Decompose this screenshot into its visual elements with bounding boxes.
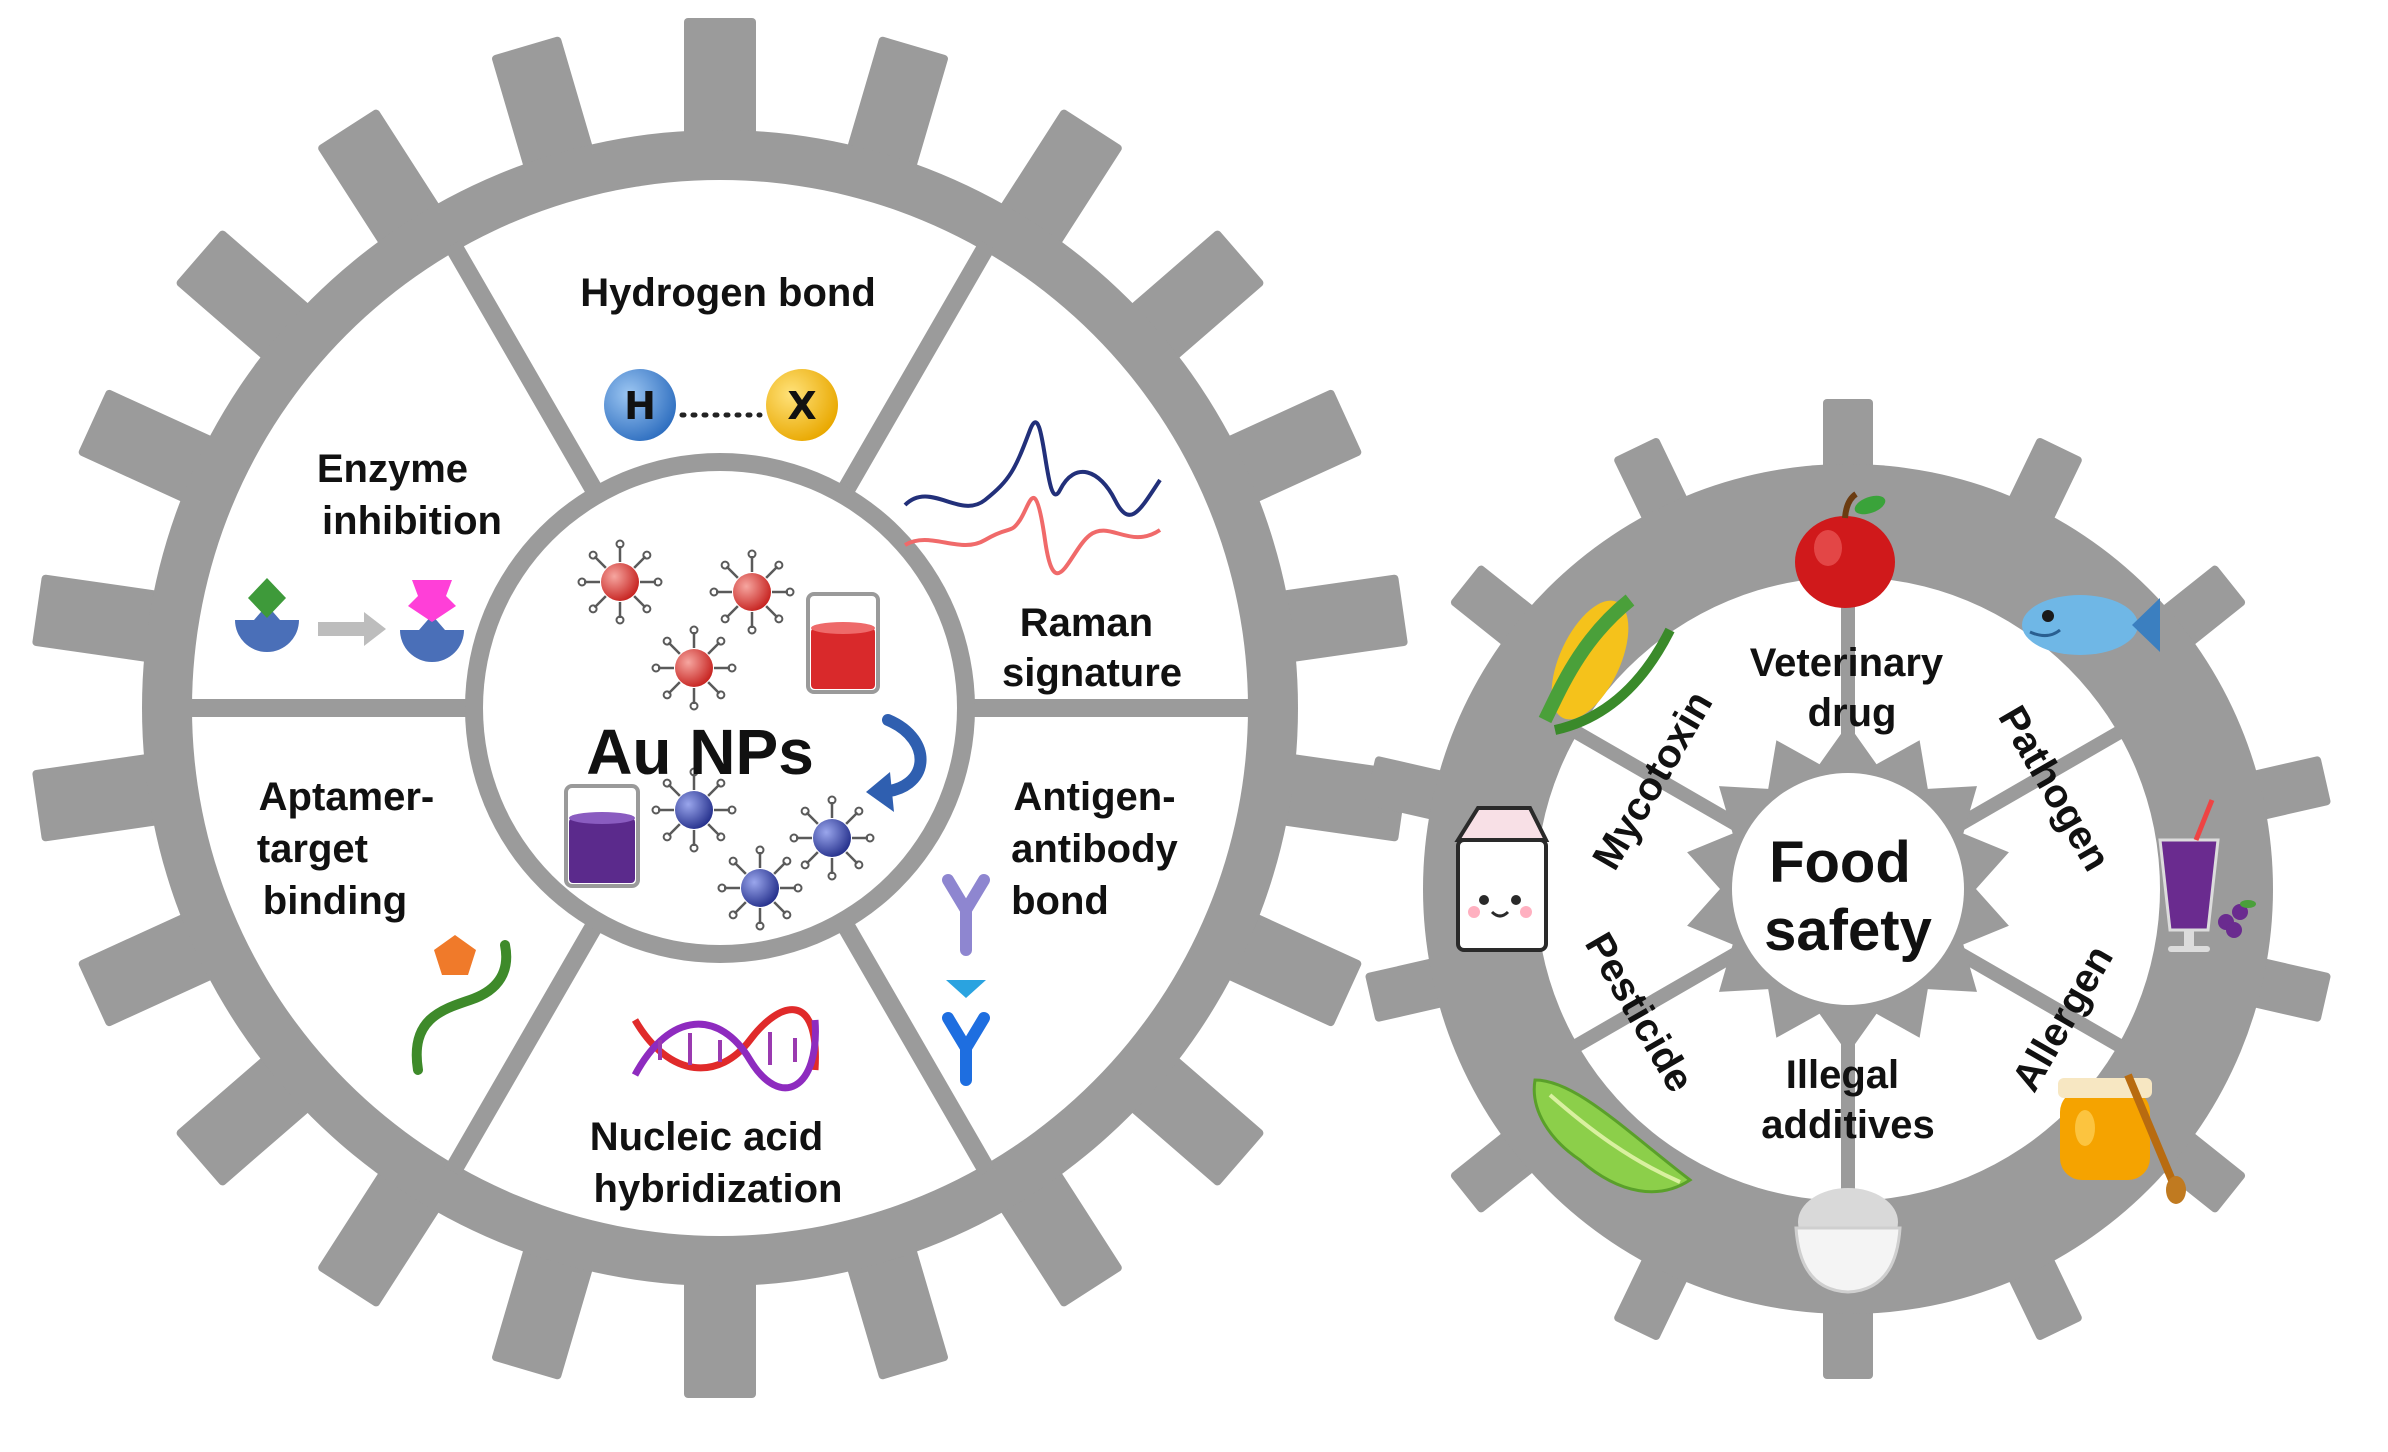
fish-icon [2022,595,2160,655]
segment-divider [832,911,996,1176]
raman-spectrum-icon [903,420,1162,576]
label-aptamer-target-binding: Aptamer- target binding [257,775,445,923]
milk-carton-icon [1454,806,1550,952]
left-gear-dividers [185,240,1255,1176]
label-veterinary-drug: Veterinary drug [1750,641,1955,735]
color-change-arrow-icon [874,714,927,798]
dna-helix-icon [631,1006,819,1092]
left-hub-face [483,471,957,945]
corn-icon [1538,594,1675,735]
apple-icon [1795,491,1895,608]
rice-bowl-icon [1794,1188,1902,1294]
segment-divider [1570,937,1757,1054]
label-nucleic-acid-hybridization: Nucleic acid hybridization [590,1115,843,1211]
atom-h-label: H [624,384,656,428]
nanoparticle-icon [709,549,795,635]
right-hub-face [1732,773,1964,1005]
segment-divider [1570,724,1757,841]
segment-divider [832,240,996,505]
gold-nanoparticles-icon [577,539,875,931]
label-illegal-additives: Illegal additives [1761,1053,1934,1147]
beaker-purple-icon [564,784,640,888]
nanoparticle-icon [789,795,875,881]
food-safety-gear: Food safety Veterinary drug Pathogen All… [1365,399,2331,1379]
honey-jar-icon [2058,1073,2186,1204]
segment-divider [444,240,608,505]
antibody-icon [942,874,990,1086]
nanoparticle-icon [651,767,737,853]
label-enzyme-inhibition: Enzyme inhibition [317,447,502,543]
label-hydrogen-bond: Hydrogen bond [580,271,876,315]
nanoparticle-icon [651,625,737,711]
lettuce-icon [1532,1078,1693,1194]
segment-divider [1939,937,2126,1054]
label-antigen-antibody-bond: Antigen- antibody bond [1011,775,1189,923]
nanoparticle-icon [717,845,803,931]
grape-juice-icon [2158,799,2256,952]
arrow-head [866,772,894,812]
aptamer-icon [411,935,512,1075]
atom-x-label: X [787,384,816,428]
center-label-food-safety: Food safety [1764,830,1932,963]
nanoparticle-icon [577,539,663,625]
hydrogen-bond-icon: H X [604,369,838,441]
label-raman-signature: Raman signature [1002,601,1182,695]
segment-divider [444,911,608,1176]
au-nps-gear: Hydrogen bond H X Raman signature Antige… [32,18,1408,1398]
beaker-red-icon [806,592,880,694]
center-label-au-nps: Au NPs [586,716,814,788]
segment-divider [1939,724,2126,841]
enzyme-inhibition-icon [235,578,464,662]
